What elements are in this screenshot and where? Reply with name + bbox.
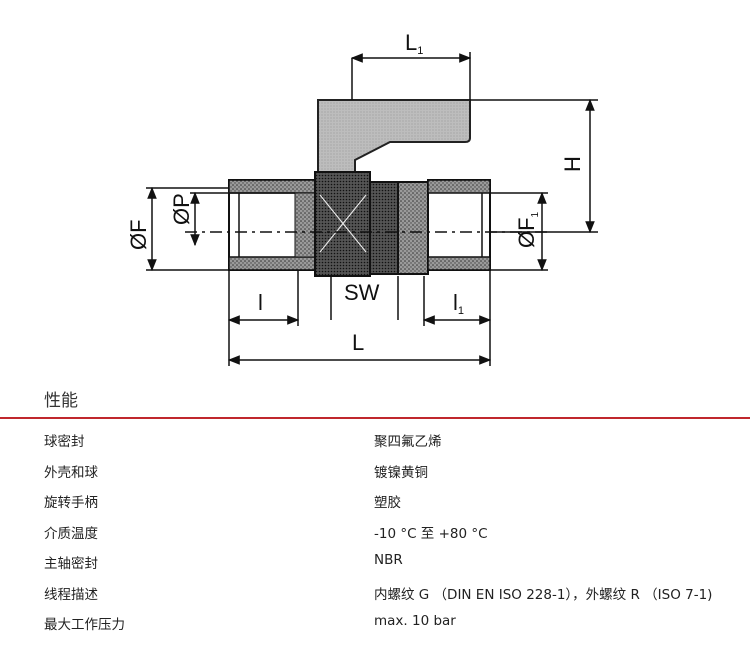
svg-text:ØF1: ØF1 <box>514 211 541 248</box>
dimension-h: H <box>470 98 598 234</box>
spec-label: 介质温度 <box>44 525 98 542</box>
spec-value: 聚四氟乙烯 <box>374 434 442 450</box>
svg-text:l1: l1 <box>453 290 464 317</box>
ball-valve-technical-drawing: L1 H ØF ØP ØF1 SW l <box>126 30 598 366</box>
spec-row: 线程描述 内螺纹 G （DIN EN ISO 228-1），外螺纹 R （ISO… <box>0 577 750 608</box>
svg-text:L1: L1 <box>405 30 423 57</box>
label-l-overall: L <box>352 330 364 355</box>
spec-row: 最大工作压力 max. 10 bar <box>0 607 750 638</box>
spec-label: 旋转手柄 <box>44 495 98 511</box>
label-l1-small: l <box>453 290 458 315</box>
spec-row: 介质温度 -10 °C 至 +80 °C <box>0 516 750 547</box>
dimension-phi-p: ØP <box>169 191 295 247</box>
dimension-sw: SW <box>330 276 399 320</box>
section-title: 性能 <box>44 391 78 411</box>
spec-value: -10 °C 至 +80 °C <box>374 525 488 542</box>
valve-ball-section <box>314 171 429 277</box>
spec-value: NBR <box>374 552 403 568</box>
spec-table: 球密封 聚四氟乙烯 外壳和球 镀镍黄铜 旋转手柄 塑胶 介质温度 -10 °C … <box>0 424 750 638</box>
spec-label: 外壳和球 <box>44 464 98 481</box>
spec-row: 主轴密封 NBR <box>0 546 750 577</box>
label-h: H <box>560 156 585 172</box>
valve-body-right <box>427 179 491 271</box>
spec-label: 线程描述 <box>44 586 98 603</box>
spec-row: 球密封 聚四氟乙烯 <box>0 424 750 455</box>
spec-value: 塑胶 <box>374 495 401 511</box>
label-l-small: l <box>258 290 263 315</box>
dimension-l-overall: L <box>227 330 492 365</box>
label-phi-f: ØF <box>126 219 151 250</box>
spec-label: 最大工作压力 <box>44 617 125 633</box>
spec-value: max. 10 bar <box>374 613 456 629</box>
section-divider <box>0 417 750 419</box>
spec-value: 镀镍黄铜 <box>374 464 428 481</box>
valve-handle <box>317 99 471 181</box>
dimension-l-small: l <box>227 270 300 366</box>
dimension-phi-f1: ØF1 <box>490 191 548 272</box>
dimension-l1: L1 <box>350 30 472 100</box>
spec-label: 主轴密封 <box>44 556 98 572</box>
spec-value: 内螺纹 G （DIN EN ISO 228-1），外螺纹 R （ISO 7-1) <box>374 586 713 603</box>
label-phi-p: ØP <box>169 193 194 225</box>
dimension-l1-small: l1 <box>422 270 492 366</box>
spec-row: 外壳和球 镀镍黄铜 <box>0 455 750 486</box>
spec-row: 旋转手柄 塑胶 <box>0 485 750 516</box>
label-phi-f1: ØF <box>514 217 539 248</box>
label-l1: L <box>405 30 417 55</box>
spec-label: 球密封 <box>44 434 85 450</box>
label-sw: SW <box>344 280 380 305</box>
dimension-phi-f: ØF <box>126 186 229 272</box>
